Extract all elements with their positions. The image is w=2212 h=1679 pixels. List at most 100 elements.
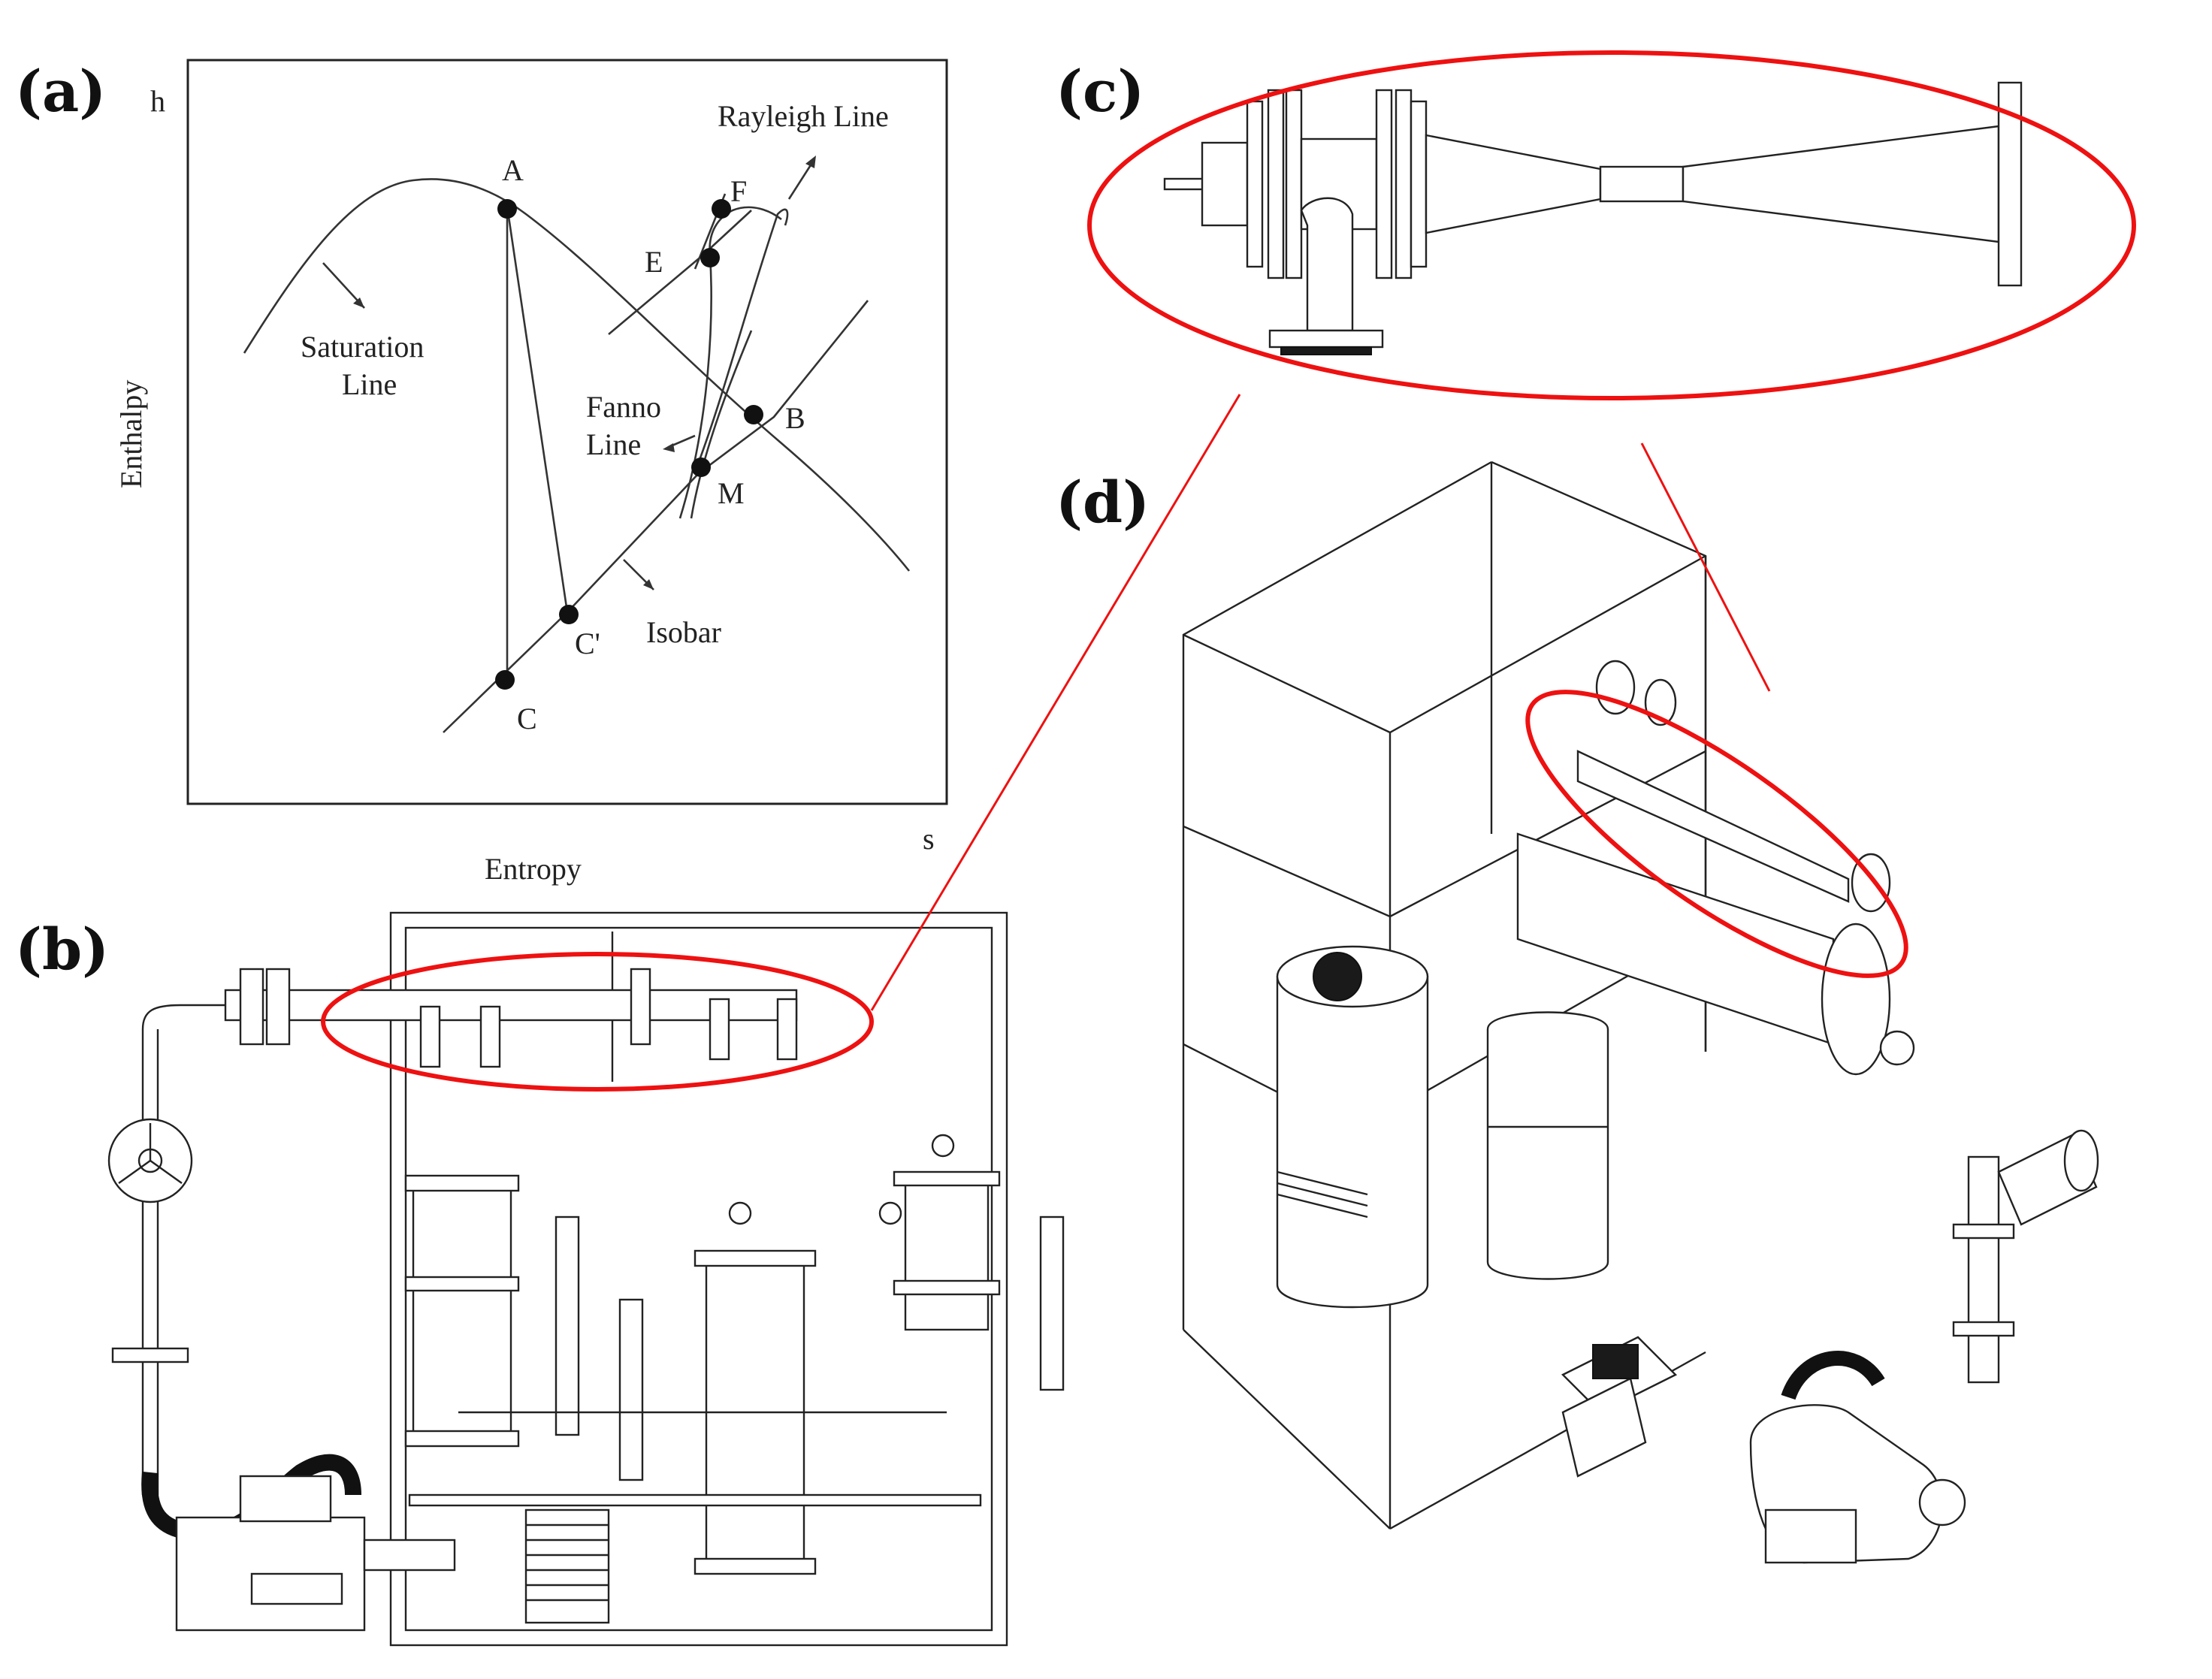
saturation-line-label-2: Line <box>342 367 397 401</box>
flange-4 <box>479 1005 501 1068</box>
sight-glass-3 <box>1039 1215 1065 1391</box>
ejector-flange-1 <box>1246 100 1264 268</box>
lower-cross-bar <box>408 1493 982 1507</box>
ejector-flange-4 <box>1375 89 1393 279</box>
highlight-ellipse-b <box>321 952 874 1092</box>
ejector-diffuser <box>1682 125 2000 243</box>
point-a-marker <box>497 199 517 219</box>
frame-outer <box>389 911 1008 1647</box>
ejector-throat <box>1599 165 1685 203</box>
flange-6 <box>709 998 730 1061</box>
pump-hose <box>1781 1351 1885 1400</box>
rayleigh-arrow <box>787 161 814 200</box>
vessel-right-top-flange <box>893 1170 1001 1187</box>
frame-mid-front <box>1389 750 1706 918</box>
right-outlet-flange <box>2063 1129 2099 1192</box>
ejector-flange-5 <box>1395 89 1413 279</box>
vessel-left-mid-flange <box>404 1276 520 1292</box>
x-axis-label: Entropy <box>485 852 582 886</box>
fanno-line-label-1: Fanno <box>586 390 661 424</box>
pump-head <box>239 1475 332 1523</box>
valve-spoke-2 <box>118 1160 151 1184</box>
pressure-gauge-1 <box>728 1201 752 1225</box>
rayleigh-curve <box>697 208 789 463</box>
pump-base-plate <box>250 1572 343 1605</box>
x-axis-symbol: s <box>923 822 935 856</box>
flange-3 <box>419 1005 441 1068</box>
fanno-arrowhead <box>663 443 675 452</box>
highlight-ellipse-c <box>1087 50 2136 400</box>
ejector-flange-3 <box>1285 89 1303 279</box>
panel-label-b: (b) <box>15 916 109 983</box>
point-f-label: F <box>730 174 747 208</box>
diagram-frame <box>186 59 948 805</box>
pipe-flange-left <box>111 1347 189 1363</box>
connector-d-to-c <box>1640 442 1771 692</box>
point-b-marker <box>744 405 763 424</box>
ejector-secondary-inlet <box>1300 197 1354 332</box>
ejector-converging-section <box>1425 134 1602 234</box>
pump-coupling <box>363 1539 456 1572</box>
vessel-left <box>412 1185 512 1436</box>
ejector-detail <box>1163 81 2023 355</box>
ejector-secondary-flange <box>1268 329 1384 349</box>
rayleigh-arrowhead <box>805 156 816 168</box>
connector-b-to-c <box>870 394 1241 1011</box>
right-riser-flange-1 <box>1952 1223 2015 1240</box>
point-m-label: M <box>718 476 745 510</box>
point-f-marker <box>712 199 731 219</box>
y-axis-label: Enthalpy <box>114 380 148 488</box>
point-e-marker <box>700 248 720 267</box>
point-c-prime-label: C' <box>575 627 600 660</box>
ejector-3d <box>1576 750 1850 903</box>
center-vessel <box>1486 1011 1609 1280</box>
fanno-curve-inner <box>690 330 753 519</box>
point-c-prime-marker <box>559 605 579 624</box>
fanno-line-label-2: Line <box>586 427 641 461</box>
motor <box>524 1508 610 1624</box>
right-riser-flange-2 <box>1952 1321 2015 1337</box>
fan-motor-stand <box>1561 1377 1647 1478</box>
point-c-marker <box>495 670 515 690</box>
ejector-secondary-flange-base <box>1280 346 1372 355</box>
top-header-pipe <box>224 989 798 1022</box>
condenser-outlet <box>1879 1030 1915 1066</box>
vessel-right-mid-flange <box>893 1279 1001 1296</box>
storage-tank-stripes <box>1277 1170 1368 1218</box>
motor-fins <box>526 1523 609 1602</box>
left-elbow <box>141 1004 225 1030</box>
frame-mid-left <box>1183 825 1391 918</box>
highlight-ellipse-d <box>1525 690 1908 978</box>
saturation-line <box>243 178 911 572</box>
saturation-line-label-1: Saturation <box>301 330 424 364</box>
storage-tank-fan-icon <box>1313 952 1362 1001</box>
sight-glass-2 <box>618 1298 644 1481</box>
flange-1 <box>239 968 264 1046</box>
vessel-center-bottom-flange <box>694 1557 817 1575</box>
panel-label-d: (d) <box>1056 469 1150 536</box>
front-elevation-drawing <box>107 911 1065 1647</box>
ejector-flange-2 <box>1267 89 1285 279</box>
pump-base <box>1764 1508 1857 1564</box>
frame-bottom-left <box>1183 1329 1391 1530</box>
point-e-label: E <box>645 245 663 279</box>
pressure-gauge-3 <box>931 1134 955 1158</box>
ejector-inlet-body <box>1201 141 1249 227</box>
y-axis-symbol: h <box>150 84 165 118</box>
vessel-left-bottom-flange <box>404 1430 520 1448</box>
rayleigh-line-label: Rayleigh Line <box>718 99 889 133</box>
sight-glass-1 <box>555 1215 580 1436</box>
enthalpy-entropy-diagram: h s Entropy Enthalpy <box>114 59 948 886</box>
saturation-arrowhead <box>353 297 364 308</box>
condenser-end-cap <box>1821 923 1891 1076</box>
ejector-flange-6 <box>1410 100 1428 268</box>
line-a-c-prime <box>506 206 569 613</box>
vessel-right <box>904 1178 990 1331</box>
isobar-label: Isobar <box>646 615 721 649</box>
point-m-marker <box>691 457 711 477</box>
flange-5 <box>630 968 651 1046</box>
point-c-label: C <box>517 702 537 735</box>
valve-spoke-3 <box>150 1160 183 1184</box>
flange-2 <box>265 968 291 1046</box>
